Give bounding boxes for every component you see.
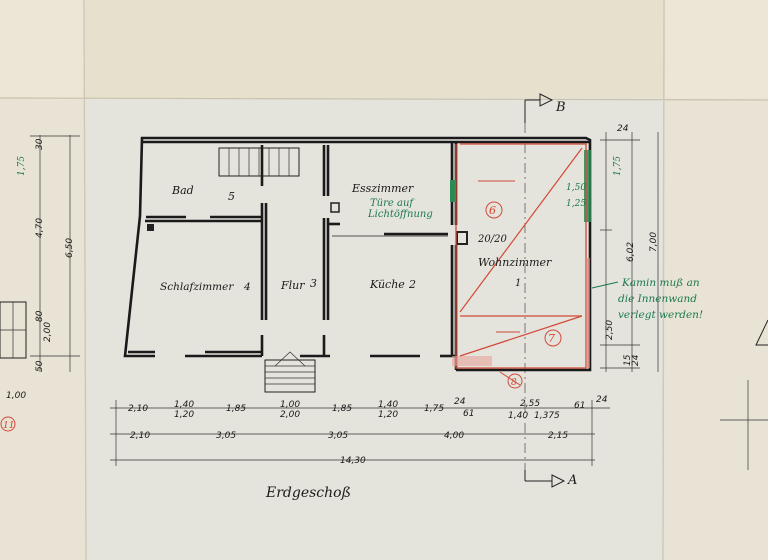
chimney-esszimmer xyxy=(330,202,340,213)
right-dim-green-175: 1,75 xyxy=(613,156,623,176)
dim-row1-16: 24 xyxy=(596,395,608,405)
section-mark-a xyxy=(524,470,566,488)
dim-row2-4: 2,15 xyxy=(548,431,568,441)
room-label-esszimmer: Esszimmer xyxy=(351,182,414,195)
dim-row1-0: 2,10 xyxy=(128,404,148,414)
paper-center-panel xyxy=(85,98,665,560)
left-circle-number: 11 xyxy=(3,421,14,431)
chimney-schlafzimmer xyxy=(147,224,154,231)
dim-row1-15: 61 xyxy=(574,401,585,411)
red-mark-6: 6 xyxy=(489,204,496,217)
room-number-kueche: 2 xyxy=(408,278,416,291)
dim-row2-3: 4,00 xyxy=(444,431,464,441)
right-dim-24-top: 24 xyxy=(617,124,629,134)
right-partial-drawing xyxy=(720,319,768,470)
room-label-flur: Flur xyxy=(280,279,305,292)
room-label-schlafzimmer: Schlafzimmer xyxy=(160,281,234,293)
room-number-bad: 5 xyxy=(228,190,235,203)
dim-row2-1: 3,05 xyxy=(216,431,236,441)
section-label-b: B xyxy=(555,100,566,115)
left-dim-50: 50 xyxy=(35,360,45,372)
red-revisions xyxy=(452,143,590,389)
note-kamin-line3: verlegt werden! xyxy=(618,309,703,321)
kamin-arrow xyxy=(591,281,619,289)
right-dim-700: 7,00 xyxy=(649,232,659,252)
dim-row2-2: 3,05 xyxy=(328,431,348,441)
left-dim-100: 1,00 xyxy=(6,391,26,401)
dim-row1-13: 1,40 xyxy=(508,411,528,421)
dim-row1-4: 1,00 xyxy=(280,400,300,410)
bottom-dimension-lines xyxy=(110,400,610,466)
left-dim-80: 80 xyxy=(35,310,45,322)
dim-green-150: 1,50 xyxy=(566,183,586,193)
right-dimension-lines xyxy=(600,132,659,372)
section-mark-b xyxy=(524,93,554,470)
green-hatch-right xyxy=(584,150,591,222)
entrance-stairs xyxy=(264,351,316,393)
room-number-flur: 3 xyxy=(310,277,317,290)
chimney-wohnzimmer xyxy=(456,231,468,245)
paper-top-band xyxy=(85,0,665,98)
dim-row1-12: 2,55 xyxy=(520,399,540,409)
green-wall-mark xyxy=(450,180,456,202)
right-dim-24-bottom: 24 xyxy=(631,354,641,366)
left-dim-650: 6,50 xyxy=(65,238,75,258)
left-dim-30: 30 xyxy=(35,138,45,150)
dim-green-125: 1,25 xyxy=(566,199,586,209)
left-dim-200: 2,00 xyxy=(43,322,53,342)
dim-total: 14,30 xyxy=(340,456,366,466)
dim-row1-7: 1,40 xyxy=(378,400,398,410)
room-label-kueche: Küche xyxy=(369,278,405,291)
dim-row1-3: 1,85 xyxy=(226,404,246,414)
left-red-circle xyxy=(0,416,16,432)
opening-size: 20/20 xyxy=(477,234,507,245)
dim-row1-11: 61 xyxy=(463,409,474,419)
left-dim-green-175: 1,75 xyxy=(17,156,27,176)
dim-row2-0: 2,10 xyxy=(130,431,150,441)
red-mark-8: 8 xyxy=(511,378,517,388)
floor-title: Erdgeschoß xyxy=(265,485,351,501)
note-kamin-line1: Kamin muß an xyxy=(621,277,700,289)
room-label-bad: Bad xyxy=(171,184,194,197)
dim-row1-10: 24 xyxy=(454,397,466,407)
room-number-schlafzimmer: 4 xyxy=(243,281,251,293)
dim-row1-5: 2,00 xyxy=(280,410,300,420)
room-number-wohnzimmer: 1 xyxy=(515,278,521,289)
dim-row1-9: 1,75 xyxy=(424,404,444,414)
interior-stairs xyxy=(218,147,300,177)
left-dimension-lines xyxy=(0,135,80,372)
red-mark-7: 7 xyxy=(548,332,555,345)
room-label-wohnzimmer: Wohnzimmer xyxy=(478,256,552,269)
right-dim-250: 2,50 xyxy=(605,320,615,340)
dim-row1-2: 1,20 xyxy=(174,410,194,420)
right-dim-15: 15 xyxy=(623,354,633,366)
fold-line-right xyxy=(662,0,665,560)
dim-row1-6: 1,85 xyxy=(332,404,352,414)
left-dim-470: 4,70 xyxy=(35,218,45,238)
right-dim-602: 6,02 xyxy=(626,242,636,262)
dim-row1-1: 1,40 xyxy=(174,400,194,410)
section-label-a: A xyxy=(567,473,577,488)
note-tuer-line1: Türe auf xyxy=(370,198,415,209)
dim-row1-8: 1,20 xyxy=(378,410,398,420)
dim-row1-14: 1,375 xyxy=(534,411,560,421)
note-tuer-line2: Lichtöffnung xyxy=(367,209,433,220)
fold-line-horizontal xyxy=(0,97,768,101)
note-kamin-line2: die Innenwand xyxy=(618,293,697,305)
fold-line-left xyxy=(83,0,87,560)
